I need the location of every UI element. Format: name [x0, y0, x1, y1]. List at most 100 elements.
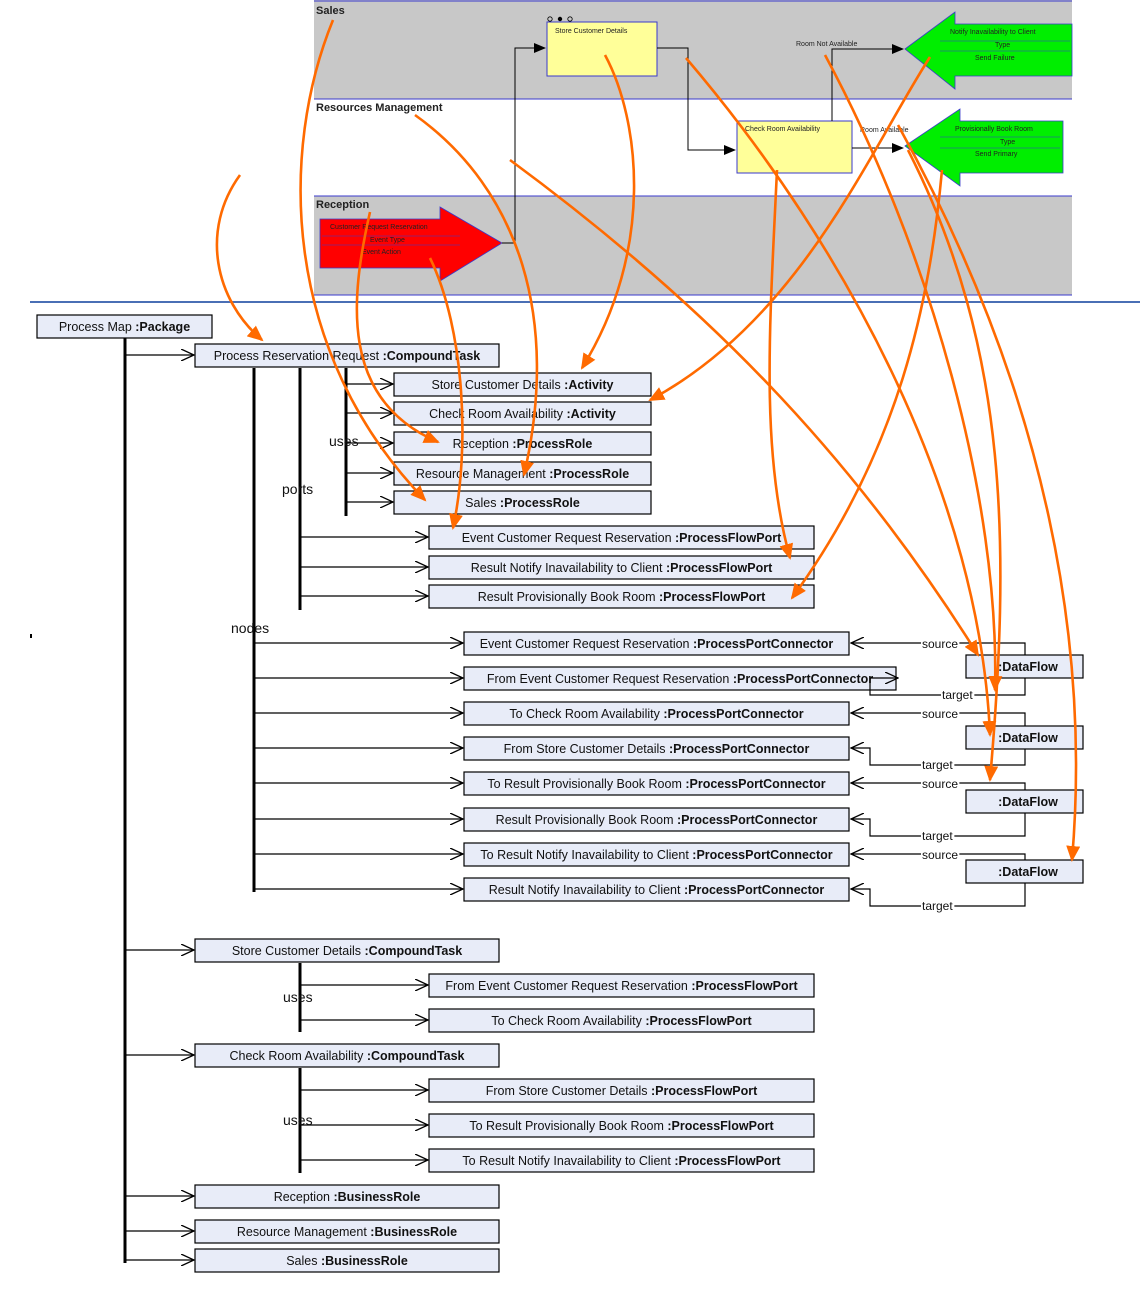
- process-reservation-task-box-label: Process Reservation Request :CompoundTas…: [214, 349, 481, 363]
- book-text-2: Type: [1000, 139, 1015, 146]
- uses-item-4-label: Sales :ProcessRole: [465, 496, 580, 510]
- mapping-arrows: [215, 19, 1081, 862]
- dataflow-box-2[interactable]: :DataFlow: [965, 789, 1084, 814]
- store-activity-text: Store Customer Details: [555, 28, 628, 35]
- target-label-3: target: [922, 899, 953, 913]
- notify-result-shape: [904, 11, 1073, 90]
- check-uses-item-0-label: From Store Customer Details :ProcessFlow…: [486, 1084, 758, 1098]
- mapping-arrow-9: [768, 169, 794, 560]
- check-uses-label: uses: [283, 1112, 313, 1128]
- node-item-2[interactable]: To Check Room Availability :ProcessPortC…: [463, 701, 850, 726]
- node-item-3-label: From Store Customer Details :ProcessPort…: [504, 742, 810, 756]
- swimlane-area: Sales Resources Management Reception Sto…: [314, 0, 1073, 296]
- event-text-2: Event Type: [370, 237, 405, 244]
- mapping-arrow-4: [428, 257, 464, 530]
- check-uses-item-2[interactable]: To Result Notify Inavailability to Clien…: [428, 1148, 815, 1173]
- uses-item-1[interactable]: Check Room Availability :Activity: [393, 401, 652, 426]
- uses-item-2-label: Reception :ProcessRole: [453, 437, 593, 451]
- port-item-2-label: Result Provisionally Book Room :ProcessF…: [478, 590, 766, 604]
- lane-label-resources: Resources Management: [316, 102, 443, 114]
- mapping-arrow-12: [906, 149, 1002, 782]
- port-item-0[interactable]: Event Customer Request Reservation :Proc…: [428, 525, 815, 550]
- check-uses-item-2-label: To Result Notify Inavailability to Clien…: [462, 1154, 781, 1168]
- mapping-arrow-10: [790, 169, 944, 600]
- flow-label-not-available: Room Not Available: [796, 41, 857, 48]
- root-package-box[interactable]: Process Map :Package: [36, 314, 213, 339]
- source-label-0: source: [922, 637, 958, 651]
- store-uses-item-0-label: From Event Customer Request Reservation …: [445, 979, 798, 993]
- store-customer-activity: [546, 21, 658, 77]
- store-uses-label: uses: [283, 989, 313, 1005]
- port-item-1-label: Result Notify Inavailability to Client :…: [471, 561, 773, 575]
- root-package-box-label: Process Map :Package: [59, 320, 190, 334]
- node-item-7-label: Result Notify Inavailability to Client :…: [489, 883, 825, 897]
- store-uses-item-0[interactable]: From Event Customer Request Reservation …: [428, 973, 815, 998]
- node-item-0[interactable]: Event Customer Request Reservation :Proc…: [463, 631, 850, 656]
- business-role-1[interactable]: Resource Management :BusinessRole: [194, 1219, 500, 1244]
- dataflow-label-2: :DataFlow: [998, 795, 1058, 809]
- port-item-0-label: Event Customer Request Reservation :Proc…: [462, 531, 782, 545]
- node-item-0-label: Event Customer Request Reservation :Proc…: [480, 637, 834, 651]
- port-item-1[interactable]: Result Notify Inavailability to Client :…: [428, 555, 815, 580]
- book-result-shape: [904, 108, 1064, 187]
- mapping-arrow-5: [580, 54, 636, 370]
- event-text-3: Event Action: [362, 249, 401, 256]
- node-item-6[interactable]: To Result Notify Inavailability to Clien…: [463, 842, 850, 867]
- business-role-2[interactable]: Sales :BusinessRole: [194, 1248, 500, 1273]
- check-task-box[interactable]: Check Room Availability :CompoundTask: [194, 1043, 500, 1068]
- mapping-arrow-0: [215, 174, 264, 342]
- mapping-arrow-8: [685, 57, 997, 737]
- port-item-2[interactable]: Result Provisionally Book Room :ProcessF…: [428, 584, 815, 609]
- notify-text-3: Send Failure: [975, 55, 1015, 62]
- source-label-2: source: [922, 777, 958, 791]
- business-role-2-label: Sales :BusinessRole: [286, 1254, 408, 1268]
- store-task-box-label: Store Customer Details :CompoundTask: [232, 944, 462, 958]
- node-item-5[interactable]: Result Provisionally Book Room :ProcessP…: [463, 807, 850, 832]
- check-task-box-label: Check Room Availability :CompoundTask: [229, 1049, 464, 1063]
- dataflow-box-1[interactable]: :DataFlow: [965, 725, 1084, 750]
- node-item-7[interactable]: Result Notify Inavailability to Client :…: [463, 877, 850, 902]
- store-task-box[interactable]: Store Customer Details :CompoundTask: [194, 938, 500, 963]
- mapping-arrow-3: [355, 211, 440, 444]
- node-item-5-label: Result Provisionally Book Room :ProcessP…: [496, 813, 818, 827]
- node-item-1-label: From Event Customer Request Reservation …: [487, 672, 873, 686]
- check-uses-item-1[interactable]: To Result Provisionally Book Room :Proce…: [428, 1113, 815, 1138]
- check-activity-text: Check Room Availability: [745, 126, 820, 133]
- node-item-3[interactable]: From Store Customer Details :ProcessPort…: [463, 736, 850, 761]
- event-arrow-shape: [319, 206, 503, 282]
- store-uses-item-1-label: To Check Room Availability :ProcessFlowP…: [491, 1014, 752, 1028]
- book-text-1: Provisionally Book Room: [955, 126, 1033, 133]
- flow-label-available: Room Available: [860, 127, 909, 134]
- target-label-1: target: [922, 758, 953, 772]
- uses-item-0[interactable]: Store Customer Details :Activity: [393, 372, 652, 397]
- mapping-arrow-13: [896, 124, 1081, 862]
- uses-item-3-label: Resource Management :ProcessRole: [416, 467, 629, 481]
- node-item-1[interactable]: From Event Customer Request Reservation …: [463, 666, 897, 691]
- book-text-3: Send Primary: [975, 151, 1018, 158]
- uses-item-0-label: Store Customer Details :Activity: [431, 378, 613, 392]
- business-role-0[interactable]: Reception :BusinessRole: [194, 1184, 500, 1209]
- business-role-1-label: Resource Management :BusinessRole: [237, 1225, 457, 1239]
- uses-item-2[interactable]: Reception :ProcessRole: [393, 431, 652, 456]
- node-item-4[interactable]: To Result Provisionally Book Room :Proce…: [463, 771, 850, 796]
- uses-item-4[interactable]: Sales :ProcessRole: [393, 490, 652, 515]
- target-label-2: target: [922, 829, 953, 843]
- store-uses-item-1[interactable]: To Check Room Availability :ProcessFlowP…: [428, 1008, 815, 1033]
- mapping-arrow-7: [509, 158, 980, 657]
- mapping-arrow-1: [299, 19, 427, 502]
- uses-item-1-label: Check Room Availability :Activity: [429, 407, 616, 421]
- ports-label: ports: [282, 481, 313, 497]
- lane-label-sales: Sales: [316, 5, 345, 17]
- event-text-1: Customer Request Reservation: [330, 224, 428, 231]
- source-label-1: source: [922, 707, 958, 721]
- lane-label-reception: Reception: [316, 199, 369, 211]
- mapping-arrow-6: [648, 56, 932, 402]
- check-uses-item-0[interactable]: From Store Customer Details :ProcessFlow…: [428, 1078, 815, 1103]
- dataflow-box-3[interactable]: :DataFlow: [965, 859, 1084, 884]
- dataflow-label-0: :DataFlow: [998, 660, 1058, 674]
- process-reservation-task-box[interactable]: Process Reservation Request :CompoundTas…: [194, 343, 500, 368]
- dataflow-label-3: :DataFlow: [998, 865, 1058, 879]
- uses-item-3[interactable]: Resource Management :ProcessRole: [393, 461, 652, 486]
